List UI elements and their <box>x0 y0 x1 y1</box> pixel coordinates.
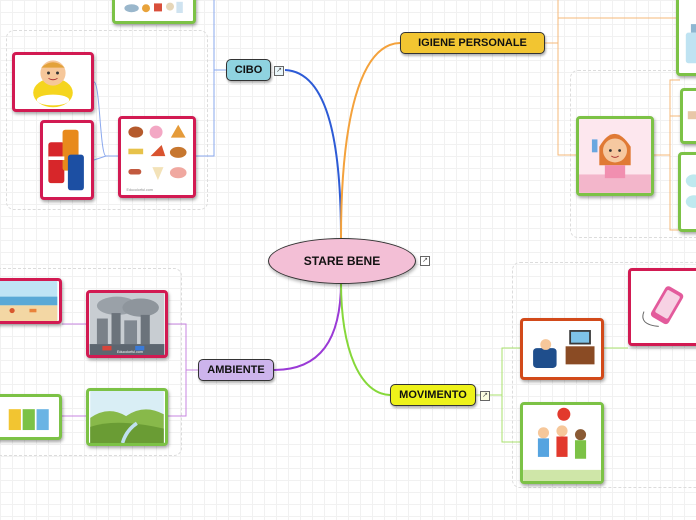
cibo-group-outline <box>6 30 208 210</box>
central-topic-label: STARE BENE <box>303 254 381 268</box>
cibo-branch-line <box>284 69 342 239</box>
toothbrush-image[interactable] <box>678 152 696 232</box>
soap-bottle-image[interactable] <box>676 0 696 76</box>
children-playing-image[interactable] <box>520 402 604 484</box>
smog-city-caption: Educolorful.com <box>117 350 143 354</box>
girl-brushing-hair-image[interactable] <box>576 116 654 196</box>
central-topic[interactable]: STARE BENE <box>268 238 416 284</box>
smartphone-image[interactable] <box>628 268 696 346</box>
topic-ambiente[interactable]: AMBIENTE <box>198 359 274 381</box>
boy-watching-tv-image[interactable] <box>520 318 604 380</box>
ambiente-branch-line <box>273 281 342 371</box>
overweight-child-image[interactable] <box>12 52 94 112</box>
smog-city-image[interactable]: Educolorful.com <box>86 290 168 358</box>
ambiente-group-outline <box>0 268 182 456</box>
movimento-group-outline <box>512 262 696 488</box>
topic-movimento-label: MOVIMENTO <box>399 389 467 401</box>
central-link-icon[interactable]: ↗ <box>420 256 430 266</box>
svg-text:Educolorful.com: Educolorful.com <box>127 188 153 192</box>
towel-image[interactable] <box>680 88 696 144</box>
topic-igiene-personale[interactable]: IGIENE PERSONALE <box>400 32 545 54</box>
movimento-branch-line <box>340 281 391 396</box>
topic-cibo-label: CIBO <box>234 64 263 76</box>
polluted-beach-image[interactable] <box>0 278 62 324</box>
igiene-group-outline <box>570 70 696 238</box>
topic-movimento[interactable]: MOVIMENTO <box>390 384 476 406</box>
recycling-bins-image[interactable] <box>0 394 62 440</box>
topic-igiene-label: IGIENE PERSONALE <box>418 37 527 49</box>
movimento-link-icon[interactable]: ↗ <box>480 391 490 401</box>
junk-food-image[interactable]: Educolorful.com <box>118 116 196 198</box>
topic-cibo[interactable]: CIBO <box>226 59 271 81</box>
igiene-branch-line <box>340 42 401 239</box>
food-pyramid-image[interactable] <box>112 0 196 24</box>
soda-cans-image[interactable] <box>40 120 94 200</box>
green-valley-image[interactable] <box>86 388 168 446</box>
cibo-link-icon[interactable]: ↗ <box>274 66 284 76</box>
topic-ambiente-label: AMBIENTE <box>207 364 265 376</box>
